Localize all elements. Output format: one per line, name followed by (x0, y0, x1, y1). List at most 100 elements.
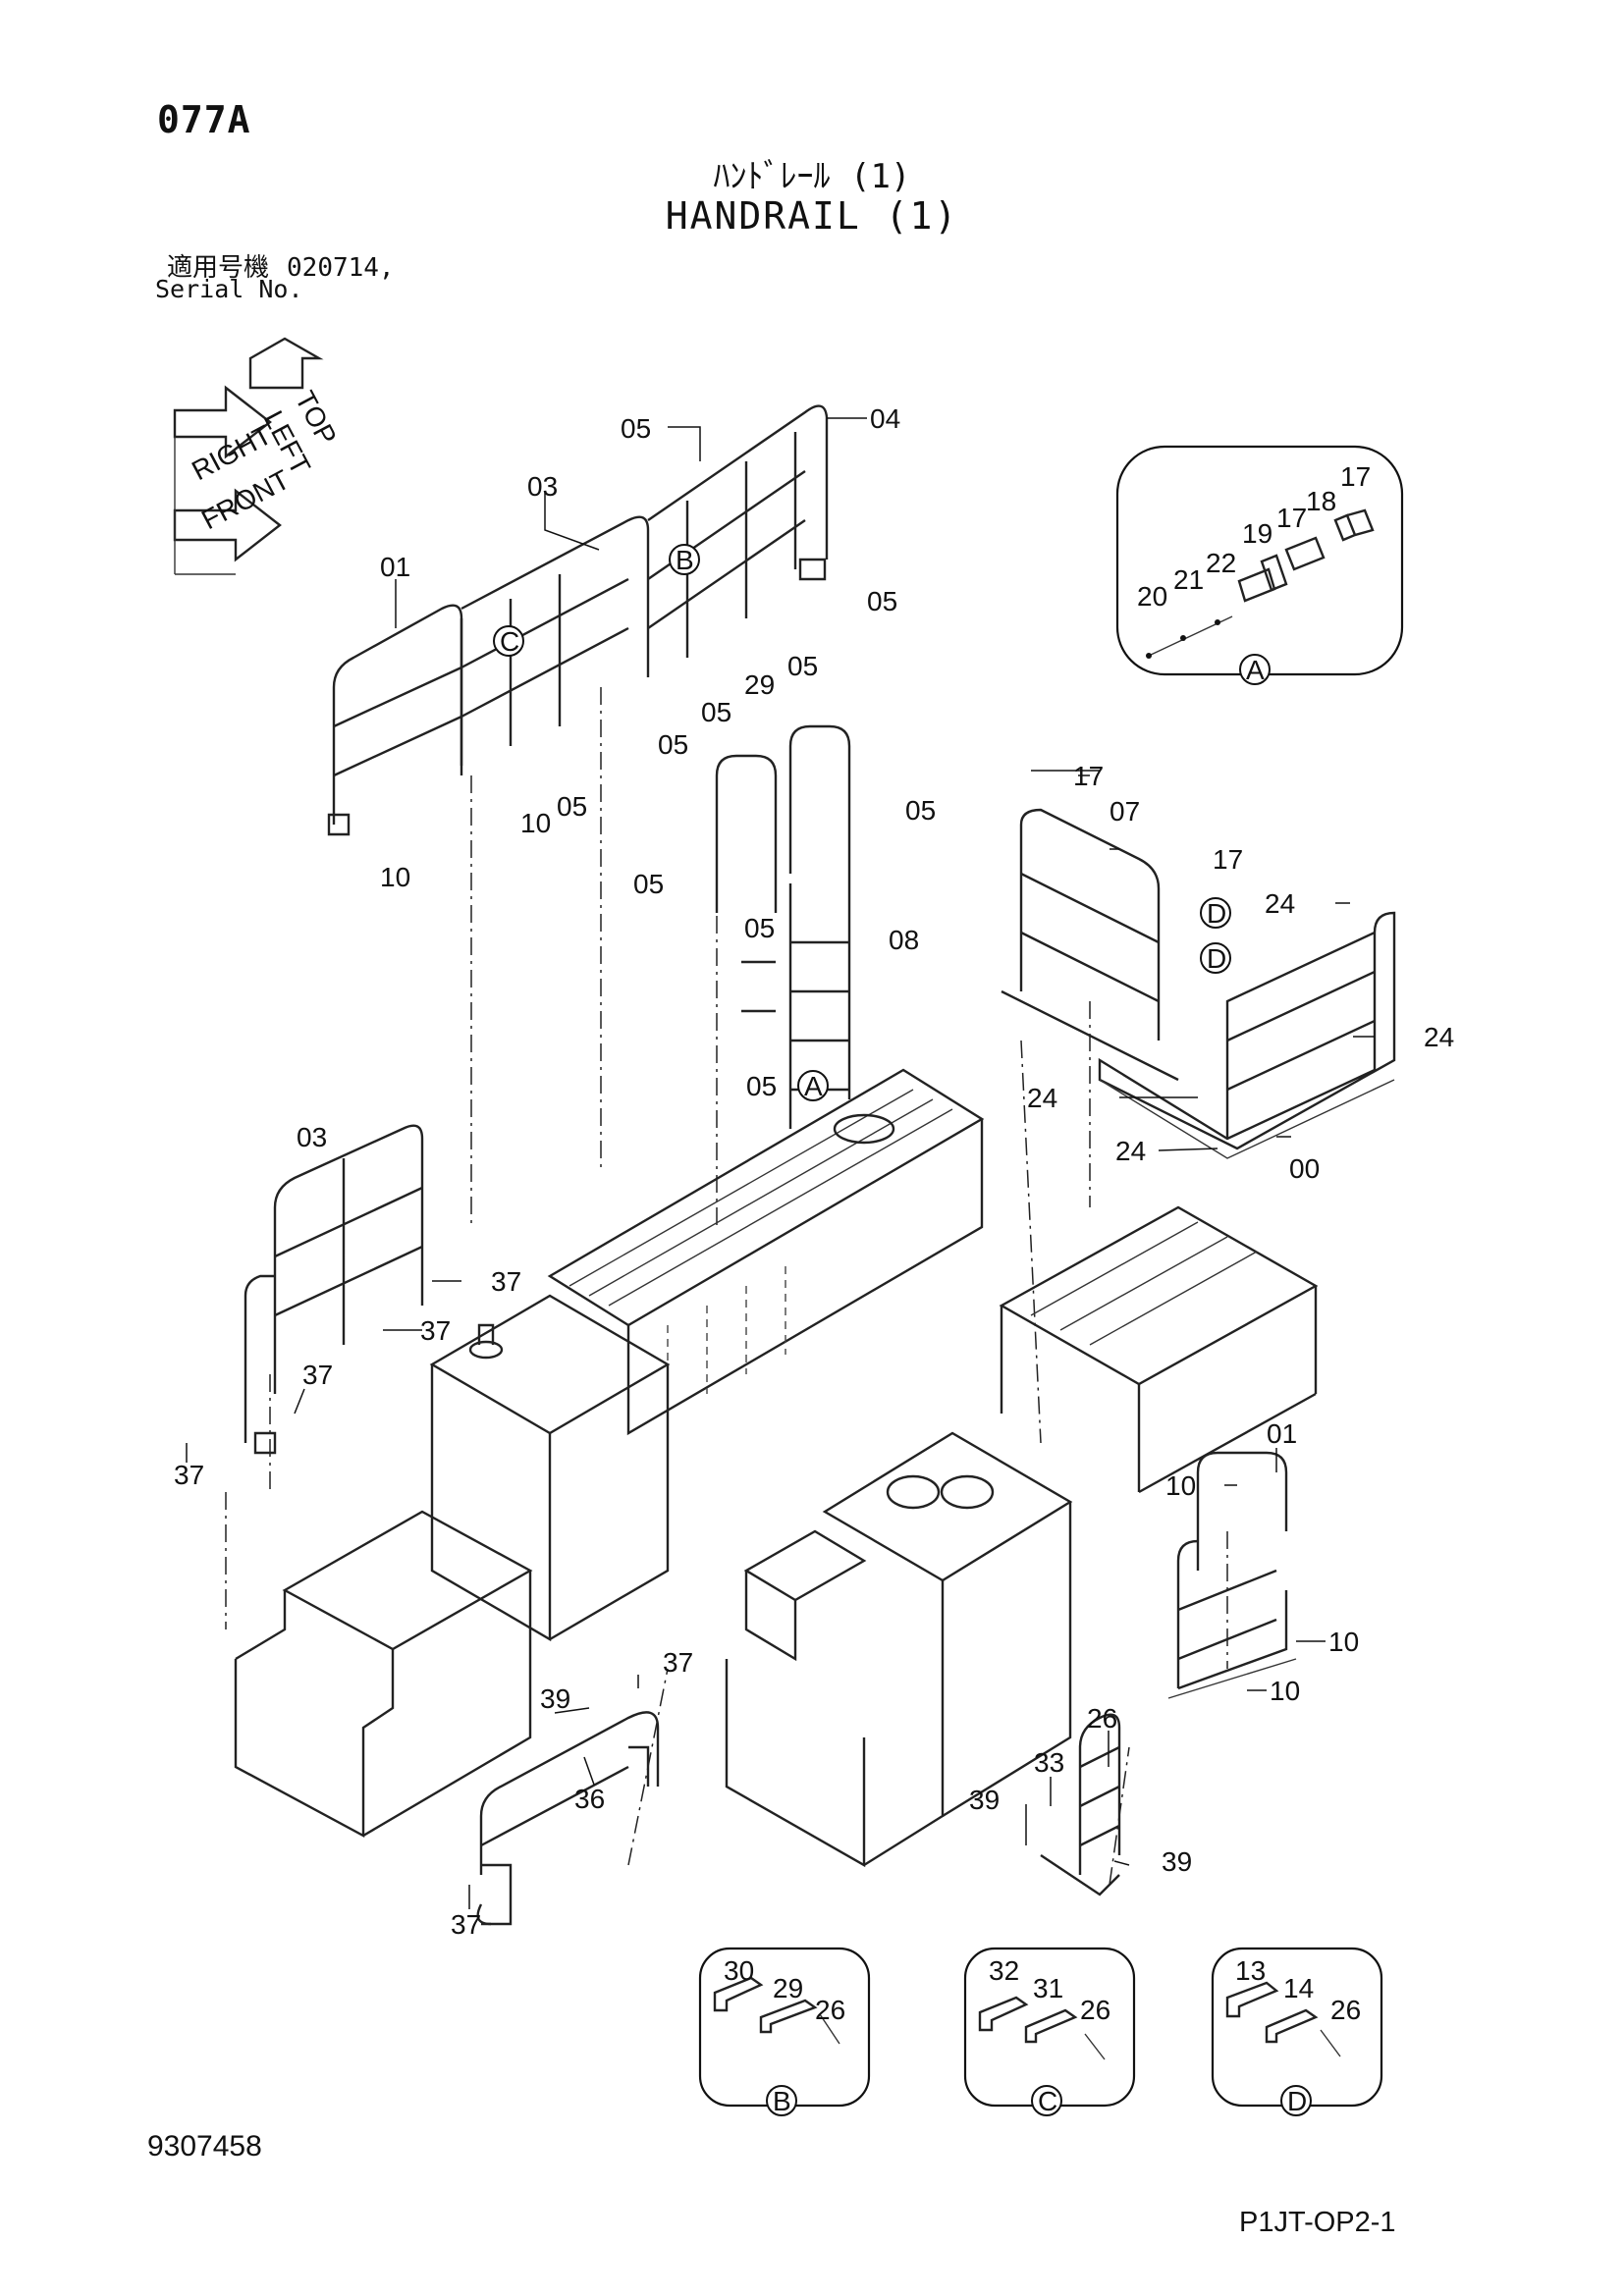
view-marker-d1: D (1207, 898, 1226, 929)
callout-39: 39 (1162, 1846, 1192, 1877)
handrail-05 (460, 515, 650, 775)
callout-09: 05 (744, 913, 775, 943)
handrail-28 (1040, 1713, 1121, 1896)
detail-c-callouts: 32 31 26 (989, 1955, 1110, 2025)
detail-a-18: 18 (1306, 486, 1336, 516)
callout-10: 10 (1328, 1627, 1359, 1657)
detail-a-21: 21 (1173, 564, 1204, 595)
callout-36: 37 (663, 1647, 693, 1678)
reference-number: P1JT-OP2-1 (1239, 2207, 1396, 2238)
callout-36: 37 (491, 1266, 521, 1297)
view-marker-c: C (500, 626, 519, 657)
detail-a-20: 20 (1137, 581, 1167, 612)
detail-a-19: 19 (1242, 518, 1272, 549)
callout-09: 05 (905, 795, 936, 826)
handrail-03 (244, 1124, 424, 1455)
serial-label-english: Serial No. (155, 275, 303, 303)
engine-block (725, 1431, 1073, 1868)
detail-c-31: 31 (1033, 1973, 1063, 2003)
detail-a-22: 22 (1206, 548, 1236, 578)
detail-d-callouts: 13 14 26 (1235, 1955, 1361, 2025)
callout-09: 05 (633, 869, 664, 899)
callout-09: 05 (557, 791, 587, 822)
alignment-lines (225, 687, 1228, 1886)
callout-33: 29 (744, 669, 775, 700)
document-number: 9307458 (147, 2130, 262, 2163)
callout-24: 24 (1115, 1136, 1146, 1166)
left-tank (429, 1294, 671, 1642)
callout-03: 03 (297, 1122, 327, 1152)
detail-a-17: 17 (1276, 503, 1307, 533)
callout-24: 24 (1265, 888, 1295, 919)
right-frame (999, 1205, 1319, 1494)
detail-b-26: 26 (815, 1995, 845, 2025)
ladder-08 (715, 724, 851, 1129)
handrail-35 (476, 1711, 660, 1926)
view-marker-d2: D (1207, 943, 1226, 974)
detail-d-13: 13 (1235, 1955, 1266, 1986)
serial-label-jp: 適用号機 (167, 253, 270, 283)
view-marker-a: A (804, 1071, 823, 1101)
leader-lines (186, 417, 1375, 1909)
upper-deck-frame (547, 1068, 985, 1436)
callout-09: 05 (658, 729, 688, 760)
detail-c-32: 32 (989, 1955, 1019, 1986)
detail-d-26: 26 (1330, 1995, 1361, 2025)
title-english: HANDRAIL (1) (665, 194, 959, 238)
detail-a-letter: A (1246, 655, 1265, 685)
detail-c-letter: C (1038, 2086, 1057, 2116)
page-code: 077A (157, 98, 251, 141)
callout-34: 33 (1034, 1747, 1064, 1778)
view-markers: B C D D A A B C D (493, 544, 1312, 2116)
step-block (234, 1510, 533, 1839)
callout-10: 10 (520, 808, 551, 838)
callout-10: 10 (380, 862, 410, 892)
detail-b-callouts: 30 29 26 (724, 1955, 845, 2025)
callout-39: 39 (969, 1785, 1000, 1815)
callout-35: 36 (574, 1784, 605, 1814)
serial-value: 020714, (287, 253, 395, 283)
handrail-04 (327, 604, 463, 836)
callout-09: 05 (621, 413, 651, 444)
handrail-01 (1167, 1451, 1297, 1699)
callout-00: 00 (1289, 1153, 1320, 1184)
callout-06: 04 (870, 403, 900, 434)
detail-a-callouts: 17 18 17 19 20 21 22 (1137, 461, 1371, 612)
callout-15: 17 (1213, 844, 1243, 875)
callout-09: 05 (746, 1071, 777, 1101)
callout-01: 01 (1267, 1418, 1297, 1449)
callout-07: 07 (1110, 796, 1140, 827)
callout-36: 37 (174, 1460, 204, 1490)
callout-05: 03 (527, 471, 558, 502)
callout-04: 01 (380, 552, 410, 582)
callout-09: 05 (867, 586, 897, 616)
handrail-07 (1001, 808, 1179, 1082)
handrail-06 (647, 404, 829, 658)
callout-10: 10 (1165, 1470, 1196, 1501)
detail-c-26: 26 (1080, 1995, 1110, 2025)
part-callouts: 05 04 03 01 05 05 29 05 05 05 10 10 05 0… (174, 403, 1454, 1940)
detail-b-29: 29 (773, 1973, 803, 2003)
callout-09: 05 (787, 651, 818, 681)
orientation-indicator: RIGHT FRONT LEFT TOP (173, 337, 343, 575)
callout-37: 39 (540, 1683, 570, 1714)
detail-d-letter: D (1287, 2086, 1307, 2116)
callout-15: 17 (1073, 761, 1104, 791)
detail-a-17: 17 (1340, 461, 1371, 492)
callout-36: 37 (451, 1909, 481, 1940)
callout-28: 26 (1087, 1703, 1117, 1734)
title-japanese: ﾊﾝﾄﾞﾚｰﾙ (1) (713, 157, 911, 196)
callout-08: 08 (889, 925, 919, 955)
platform-00 (1098, 911, 1396, 1159)
detail-b-30: 30 (724, 1955, 754, 1986)
serial-line-japanese: 適用号機 020714, (167, 247, 395, 284)
view-marker-b: B (676, 545, 694, 575)
callout-36: 37 (420, 1315, 451, 1346)
callout-36: 37 (302, 1360, 333, 1390)
callout-24: 24 (1027, 1083, 1057, 1113)
callout-09: 05 (701, 697, 731, 727)
callout-10: 10 (1270, 1676, 1300, 1706)
detail-b-letter: B (773, 2086, 791, 2116)
callout-24: 24 (1424, 1022, 1454, 1052)
